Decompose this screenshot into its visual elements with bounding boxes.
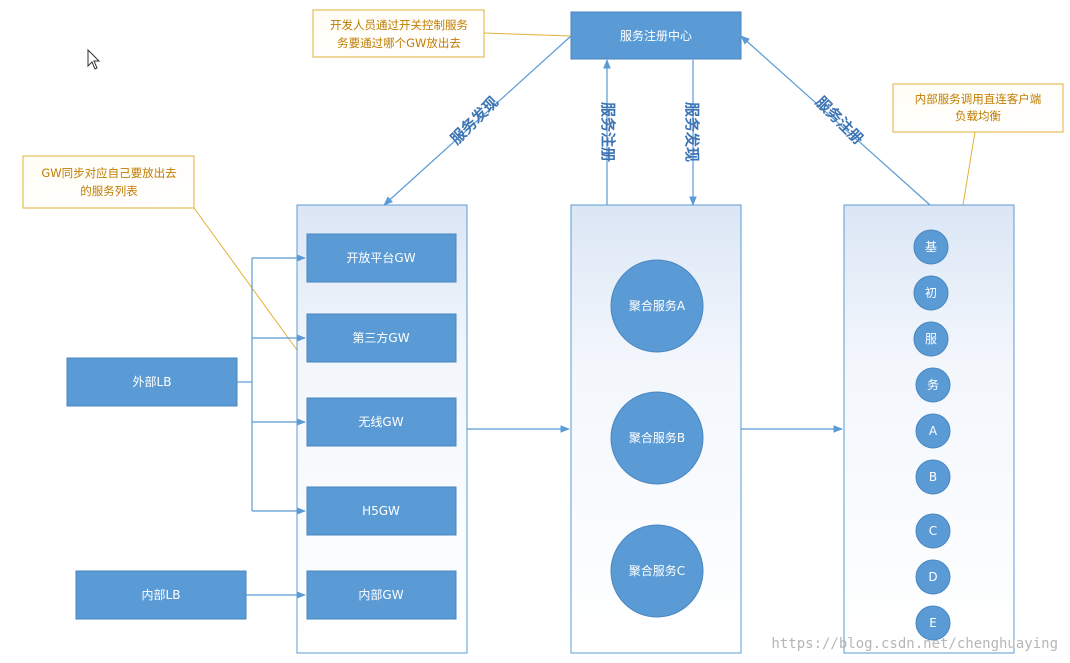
gateway-item[interactable]: 第三方GW <box>306 313 457 363</box>
gateway-label: 第三方GW <box>352 330 409 345</box>
aggregation-service-label: 聚合服务B <box>629 430 685 445</box>
aggregation-service-label: 聚合服务A <box>629 298 686 313</box>
edge-label-register-mid: 服务注册 <box>599 102 617 162</box>
base-service-node[interactable]: 服 <box>913 321 949 357</box>
note-client-lb-line1: 内部服务调用直连客户端 <box>915 92 1042 106</box>
base-service-label: 初 <box>925 286 937 300</box>
external-lb-label: 外部LB <box>133 374 172 389</box>
gateway-item[interactable]: H5GW <box>306 486 457 536</box>
base-service-label: 服 <box>925 332 937 346</box>
gateway-label: 无线GW <box>358 415 403 429</box>
gateway-label: 内部GW <box>358 587 403 602</box>
note-gw-sync-leader <box>193 207 298 351</box>
base-service-label: C <box>929 524 937 538</box>
base-service-label: 务 <box>927 377 939 392</box>
note-gw-control-line2: 务要通过哪个GW放出去 <box>337 36 461 50</box>
aggregation-service[interactable]: 聚合服务A <box>610 259 704 353</box>
base-service-node[interactable]: 务 <box>915 367 951 403</box>
aggregation-service[interactable]: 聚合服务B <box>610 391 704 485</box>
mouse-pointer-icon <box>87 48 101 70</box>
note-gw-control-leader <box>483 32 572 37</box>
base-service-node[interactable]: B <box>915 459 951 495</box>
note-gw-sync: GW同步对应自己要放出去 的服务列表 <box>22 155 298 351</box>
base-service-label: A <box>929 424 938 438</box>
external-lb-box[interactable]: 外部LB <box>66 357 238 407</box>
note-client-lb-leader <box>962 131 976 206</box>
gateway-item[interactable]: 开放平台GW <box>306 233 457 283</box>
internal-lb-label: 内部LB <box>142 587 181 602</box>
base-service-label: E <box>929 616 937 630</box>
note-gw-control-line1: 开发人员通过开关控制服务 <box>330 18 468 32</box>
note-gw-sync-line1: GW同步对应自己要放出去 <box>41 166 176 180</box>
note-gw-sync-line2: 的服务列表 <box>80 184 138 198</box>
gateway-label: H5GW <box>362 504 400 518</box>
edge-label-discover-left: 服务发现 <box>447 93 502 148</box>
note-client-lb: 内部服务调用直连客户端 负载均衡 <box>892 83 1064 206</box>
internal-lb-box[interactable]: 内部LB <box>75 570 247 620</box>
aggregation-service-label: 聚合服务C <box>629 563 685 578</box>
gateway-item[interactable]: 内部GW <box>306 570 457 620</box>
base-service-label: 基 <box>925 240 937 254</box>
external-lb-connectors <box>237 254 306 515</box>
gateway-label: 开放平台GW <box>346 250 415 265</box>
gateway-item[interactable]: 无线GW <box>306 397 457 447</box>
base-service-label: B <box>929 470 937 484</box>
note-gw-control: 开发人员通过开关控制服务 务要通过哪个GW放出去 <box>312 9 572 58</box>
base-service-node[interactable]: 基 <box>913 229 949 265</box>
note-client-lb-line2: 负载均衡 <box>955 109 1001 123</box>
edge-discover-left <box>383 35 572 206</box>
edge-label-discover-mid: 服务发现 <box>683 102 701 162</box>
base-service-node[interactable]: 初 <box>913 275 949 311</box>
registry-center-label: 服务注册中心 <box>620 28 692 43</box>
base-service-node[interactable]: D <box>915 559 951 595</box>
base-service-node[interactable]: C <box>915 513 951 549</box>
edge-register-right <box>740 35 931 206</box>
registry-center-box[interactable]: 服务注册中心 <box>570 11 742 60</box>
base-service-node[interactable]: E <box>915 605 951 641</box>
base-service-label: D <box>928 570 937 584</box>
edge-label-register-right: 服务注册 <box>812 93 867 148</box>
base-service-node[interactable]: A <box>915 413 951 449</box>
watermark: https://blog.csdn.net/chenghuaying <box>771 636 1058 652</box>
aggregation-service[interactable]: 聚合服务C <box>610 524 704 618</box>
